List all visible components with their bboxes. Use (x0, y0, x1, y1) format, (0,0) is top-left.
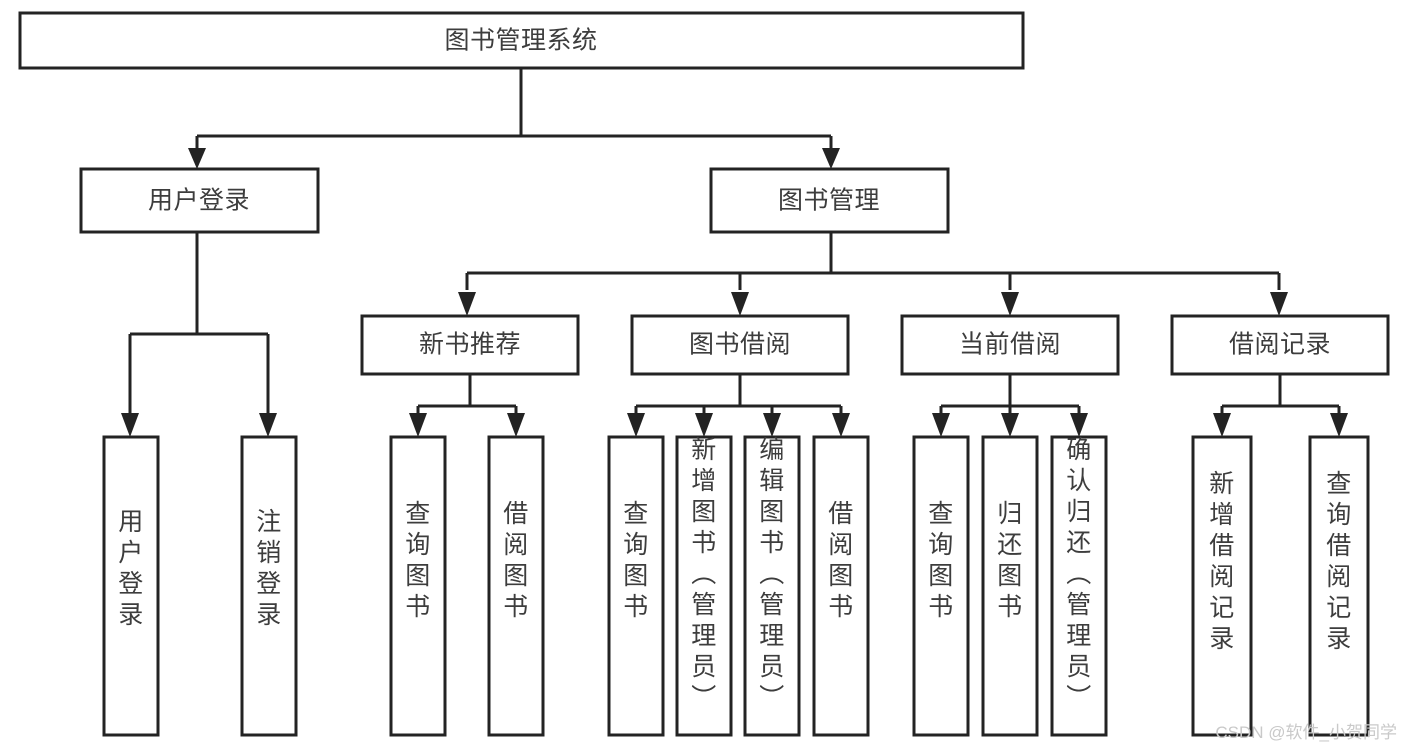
node-book-management-label: 图书管理 (778, 187, 880, 215)
leaf-user-login-box (102, 435, 160, 737)
leaf-user-login-label: 用户登录 (118, 508, 144, 629)
arrow-bookmgmt-to-current (1001, 292, 1019, 316)
node-root-system[interactable]: 图书管理系统 (18, 11, 1025, 70)
arrow-record-leaf1 (1213, 413, 1231, 437)
arrow-borrow-leaf2 (695, 413, 713, 437)
node-user-login[interactable]: 用户登录 (79, 167, 320, 234)
node-book-borrow-label: 图书借阅 (689, 331, 791, 359)
arrow-current-leaf3 (1070, 413, 1088, 437)
leaf-add-borrow-record-label: 新增借阅记录 (1209, 470, 1235, 653)
leaf-logout-label: 注销登录 (256, 508, 282, 629)
arrow-userlogin-leaf1 (121, 413, 139, 437)
leaf-return-book-box (981, 435, 1039, 737)
leaf-logout[interactable]: 注销登录 (240, 435, 298, 737)
leaf-edit-book-admin-box (743, 435, 801, 737)
arrow-record-leaf2 (1330, 413, 1348, 437)
arrow-newbook-leaf2 (507, 413, 525, 437)
arrow-current-leaf1 (932, 413, 950, 437)
leaf-return-book[interactable]: 归还图书 (981, 435, 1039, 737)
leaf-edit-book-admin[interactable]: 编辑图书︵管理员︶ (743, 435, 801, 737)
arrow-borrow-leaf4 (832, 413, 850, 437)
leaf-add-borrow-record[interactable]: 新增借阅记录 (1191, 435, 1253, 737)
node-borrow-record-box (1170, 314, 1390, 376)
arrow-bookmgmt-to-newbook (458, 292, 476, 316)
node-new-book-recommend-label: 新书推荐 (419, 331, 521, 359)
leaf-add-book-admin-box (675, 435, 733, 737)
leaf-confirm-return-admin[interactable]: 确认归还︵管理员︶ (1050, 435, 1108, 737)
leaf-query-borrow-record-label: 查询借阅记录 (1326, 470, 1352, 653)
leaf-confirm-return-admin-box (1050, 435, 1108, 737)
connector-layer (121, 68, 1348, 437)
arrow-root-to-user-login (188, 148, 206, 169)
node-user-login-label: 用户登录 (148, 187, 250, 215)
node-current-borrow[interactable]: 当前借阅 (900, 314, 1120, 376)
leaf-query-book-newbook[interactable]: 查询图书 (389, 435, 447, 737)
node-new-book-recommend[interactable]: 新书推荐 (360, 314, 580, 376)
leaf-query-borrow-record-box (1308, 435, 1370, 737)
leaf-query-book-newbook-box (389, 435, 447, 737)
leaf-query-book-current-box (912, 435, 970, 737)
arrow-root-to-book-mgmt (822, 148, 840, 169)
arrow-bookmgmt-to-borrow (731, 292, 749, 316)
node-book-borrow[interactable]: 图书借阅 (630, 314, 850, 376)
connector-user-login-bus (128, 232, 270, 416)
leaf-add-book-admin[interactable]: 新增图书︵管理员︶ (675, 435, 733, 737)
connector-newbook-bus (416, 374, 518, 416)
node-user-login-box (79, 167, 320, 234)
connector-root-bus (195, 68, 833, 152)
leaf-query-book-borrow-box (607, 435, 665, 737)
node-book-borrow-box (630, 314, 850, 376)
leaf-user-login[interactable]: 用户登录 (102, 435, 160, 737)
node-current-borrow-label: 当前借阅 (959, 331, 1061, 359)
node-book-management[interactable]: 图书管理 (709, 167, 950, 234)
node-borrow-record[interactable]: 借阅记录 (1170, 314, 1390, 376)
connector-borrow-bus (634, 374, 843, 416)
leaf-query-book-newbook-label: 查询图书 (405, 500, 431, 621)
leaf-query-book-current-label: 查询图书 (928, 500, 954, 621)
arrow-userlogin-leaf2 (259, 413, 277, 437)
leaf-edit-book-admin-label: 编辑图书︵管理员︶ (759, 436, 785, 712)
leaf-borrow-book-borrow-box (812, 435, 870, 737)
arrow-borrow-leaf3 (763, 413, 781, 437)
connector-record-bus (1220, 374, 1341, 416)
leaf-query-book-current[interactable]: 查询图书 (912, 435, 970, 737)
leaf-logout-box (240, 435, 298, 737)
leaf-borrow-book-borrow-label: 借阅图书 (828, 500, 854, 621)
arrow-borrow-leaf1 (627, 413, 645, 437)
node-borrow-record-label: 借阅记录 (1229, 331, 1331, 359)
connector-book-mgmt-bus (465, 232, 1281, 290)
leaf-return-book-label: 归还图书 (997, 500, 1023, 621)
leaf-borrow-book-newbook-box (487, 435, 545, 737)
leaf-borrow-book-newbook-label: 借阅图书 (503, 500, 529, 621)
node-book-management-box (709, 167, 950, 234)
node-current-borrow-box (900, 314, 1120, 376)
leaf-query-book-borrow[interactable]: 查询图书 (607, 435, 665, 737)
node-root-box (18, 11, 1025, 70)
node-new-book-recommend-box (360, 314, 580, 376)
arrow-bookmgmt-to-record (1270, 292, 1288, 316)
leaf-query-book-borrow-label: 查询图书 (623, 500, 649, 621)
connector-current-bus (939, 374, 1081, 416)
leaf-query-borrow-record[interactable]: 查询借阅记录 (1308, 435, 1370, 737)
arrow-newbook-leaf1 (409, 413, 427, 437)
leaf-confirm-return-admin-label: 确认归还︵管理员︶ (1066, 436, 1092, 712)
leaf-borrow-book-borrow[interactable]: 借阅图书 (812, 435, 870, 737)
leaf-add-borrow-record-box (1191, 435, 1253, 737)
arrow-current-leaf2 (1001, 413, 1019, 437)
leaf-borrow-book-newbook[interactable]: 借阅图书 (487, 435, 545, 737)
leaf-add-book-admin-label: 新增图书︵管理员︶ (691, 436, 717, 712)
node-root-label: 图书管理系统 (444, 27, 597, 55)
